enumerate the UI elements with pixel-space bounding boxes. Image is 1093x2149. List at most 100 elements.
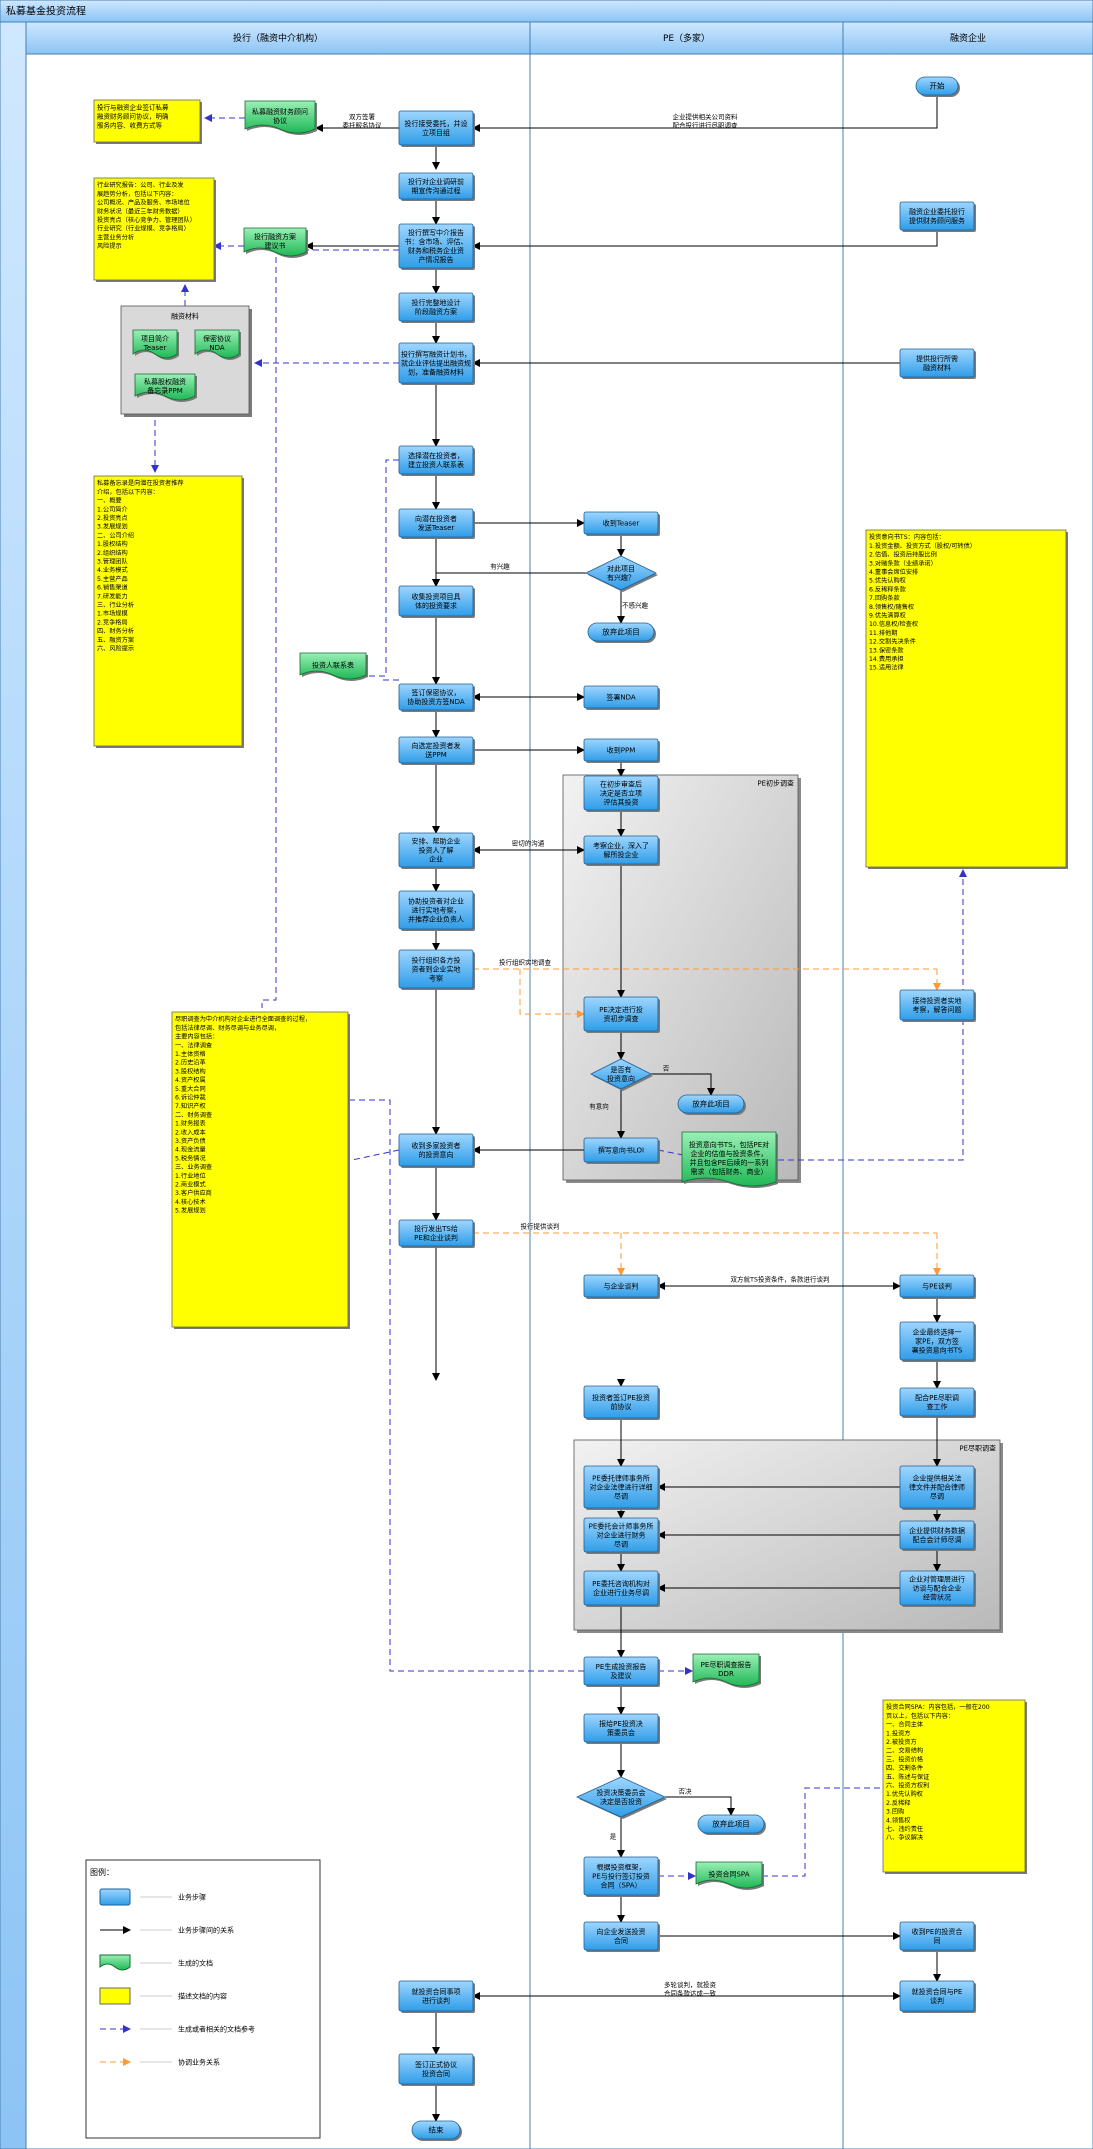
co-dd-biz-text: 企业对管理层进行访谈与配合企业经营状况: [909, 1574, 965, 1601]
co-select: [899, 1321, 976, 1362]
diagram-title: 私募基金投资流程: [6, 5, 86, 18]
ib-proposal-text: 收到多家投资者的投资意向: [412, 1141, 461, 1159]
lbl-interest: 有兴趣: [490, 561, 510, 570]
pe-spa: [583, 1856, 660, 1897]
co-materials-text: 提供投行所需融资材料: [916, 354, 958, 372]
pe-committee: [583, 1713, 660, 1744]
lane-title-0: 投行（融资中介机构）: [233, 32, 323, 44]
pe-negotiate: [583, 1274, 660, 1299]
ib-deal-text: 投行完整地设计阶段融资方案: [412, 298, 461, 316]
lbl-nointerest: 不感兴趣: [622, 600, 649, 609]
pe-report: [583, 1656, 660, 1687]
pe-ts-box: [681, 1131, 778, 1188]
note-ppm: [93, 475, 244, 748]
proposal-to-dd: [351, 1149, 400, 1161]
pe-contract-text: 向企业发送投资合同: [597, 1927, 646, 1945]
ib-final-text: 签订正式协议投资合同: [415, 2060, 457, 2078]
ib-pre-dd: [398, 949, 475, 990]
pe-invest-q-text: 是否有投资意向: [607, 1065, 635, 1083]
ib-ppm: [398, 736, 475, 765]
pe-dd-biz-text: PE委托咨询机构对企业进行业务尽调: [592, 1579, 650, 1597]
co-negotiate-text: 与PE谈判: [922, 1281, 952, 1290]
note-pitch-text: 行业研究报告：公司、行业及发展趋势分析，包括以下内容：公司概况、产品及服务、市场…: [97, 181, 196, 250]
co-answer-text: 接待投资者实地考察，解答问题: [913, 996, 962, 1014]
ib-result-neg-text: 就投资合同事项进行谈判: [412, 1987, 461, 2005]
ib-meet: [398, 832, 475, 869]
co-sign: [899, 1980, 976, 2013]
pe-ts-box-text: 投资意向书TS，包括PE对企业的估值与投资条件，并且包含PE后续的一系列需求（包…: [689, 1140, 769, 1176]
lbl-negotiate: 双方就TS投资条件，条款进行谈判: [730, 1274, 829, 1283]
pe-spa-doc-text: 投资合同SPA: [708, 1869, 749, 1878]
panel-pe-dd-label: PE尽职调查: [959, 1443, 996, 1452]
co-receive-text: 收到PE的投资合同: [912, 1927, 963, 1945]
note-dd: [171, 1011, 350, 1329]
ib-deal: [398, 292, 475, 323]
ib-send-teaser-text: 向潜在投资者发送Teaser: [415, 514, 457, 532]
co-answer: [899, 989, 976, 1022]
pe-spa-doc: [695, 1861, 764, 1890]
ib-shareholder: [398, 110, 475, 147]
doc-ppm: [134, 373, 197, 402]
co-dd-fin-text: 企业提供财务数据配合会计师尽调: [909, 1526, 965, 1544]
note-pitch: [93, 177, 216, 282]
pe-decide-text: PE决定进行投资初步调查: [599, 1005, 643, 1023]
doc-investor-list-text: 投资人联系表: [312, 660, 354, 669]
left-gutter: [0, 21, 27, 2149]
pe-ppm: [583, 738, 660, 763]
pe-receive-teaser-text: 收到Teaser: [603, 518, 640, 527]
pe-negotiate-text: 与企业谈判: [604, 1281, 639, 1290]
ib-ppm-text: 向选定投资者发送PPM: [412, 741, 461, 759]
co-receive: [899, 1921, 976, 1952]
lbl-contact: 密切的沟通: [512, 838, 545, 847]
title-bar: [0, 0, 1093, 23]
pe-ppm-text: 收到PPM: [607, 745, 635, 754]
note-ib3: [243, 227, 308, 258]
pe-eval: [583, 775, 660, 812]
ib-report-text: 投行撰写中介报告书：含市场、评估、财务和税务企业资产情况报告: [405, 228, 468, 264]
pe-sign-text: 投资者签订PE投资前协议: [592, 1393, 650, 1411]
pe-dd-biz: [583, 1570, 660, 1607]
note-ib2: [244, 100, 317, 135]
co-start-text: 开始: [930, 81, 945, 91]
pe-committee-text: 报给PE投资决策委员会: [599, 1719, 643, 1737]
decision-no: [665, 1796, 735, 1816]
ib-ts: [398, 1219, 475, 1248]
lbl-decision-yes: 是: [610, 1832, 617, 1840]
lbl-final-neg: 多轮谈判，就投资合同条款达成一致: [664, 1980, 717, 1998]
pe-abandon2: [677, 1094, 746, 1115]
pe-decision-text: 投资决策委员会决定是否投资: [597, 1788, 646, 1806]
doc-nda: [194, 329, 241, 360]
end-text: 结束: [429, 2125, 444, 2135]
spa-doc-to-note: [762, 1787, 880, 1877]
pe-dd-law: [583, 1465, 660, 1510]
co-info: [899, 201, 976, 232]
pe-visit: [583, 835, 660, 866]
legend: 图例：业务步骤业务步骤间的关系生成的文档描述文档的内容生成或者相关的文档参考协调…: [85, 1859, 321, 2139]
ib-send-teaser: [398, 508, 475, 539]
pe-spa-text: 根据投资框架，PE与投行签订投资合同（SPA）: [592, 1862, 650, 1889]
ib-collect-text: 收集投资项目具体的投资要求: [412, 592, 461, 610]
pe-ddr: [692, 1653, 761, 1688]
legend-item-0: 业务步骤: [178, 1892, 206, 1901]
co-info-to-report: [472, 230, 938, 250]
pe-interest-text: 对此项目有兴趣？: [607, 564, 635, 582]
note-ib1: [93, 99, 202, 144]
pe-interest: [585, 555, 658, 592]
ib-select: [398, 445, 475, 476]
co-dd-biz: [899, 1570, 976, 1607]
lbl-provide: 企业提供相关公司资料配合投行进行尽职调查: [673, 112, 739, 129]
pe-loi: [583, 1137, 660, 1164]
ib-result-neg: [398, 1980, 475, 2013]
ib-proposal: [398, 1133, 475, 1168]
lane-title-1: PE（多家）: [663, 32, 710, 44]
pe-abandon2-text: 放弃此项目: [692, 1099, 730, 1109]
pe-eval-text: 在初步审查后决定是否立项评估其投资: [600, 779, 642, 806]
ib-final: [398, 2053, 475, 2086]
co-select-text: 企业最终选择一家PE，双方签署投资意向书TS: [912, 1327, 963, 1354]
ib-visit-text: 协助投资者对企业进行实地考察，并推荐企业负责人: [408, 896, 464, 923]
ib-nda-text: 签订保密协议，协助投资方签NDA: [407, 688, 465, 706]
